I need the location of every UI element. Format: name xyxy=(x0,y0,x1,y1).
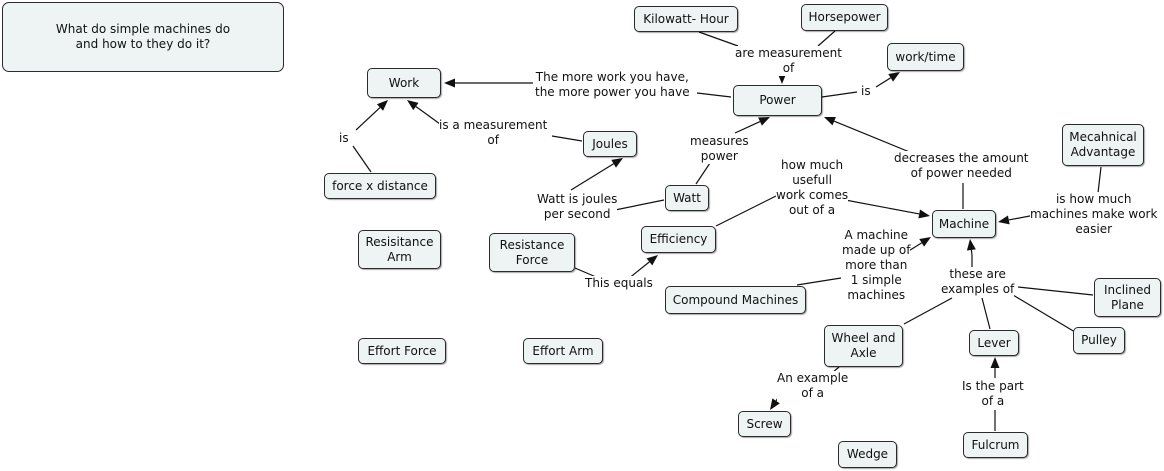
concept-screw[interactable]: Screw xyxy=(738,411,791,437)
concept-force-x-distance[interactable]: force x distance xyxy=(324,173,436,199)
link-label-part-of: Is the part of a xyxy=(962,379,1024,409)
edge-mechadv-howmuch xyxy=(1097,166,1102,194)
concept-pulley[interactable]: Pulley xyxy=(1073,327,1125,354)
edge-hp-aremeasure xyxy=(817,30,836,47)
edge-power-is xyxy=(821,91,858,98)
edge-measurement-work-line xyxy=(415,105,441,125)
link-label-is-measurement-of: is a measurement of xyxy=(439,118,548,148)
focus-question[interactable]: What do simple machines do and how to th… xyxy=(2,2,284,72)
link-label-is-work: is xyxy=(339,131,349,146)
edge-usefull-machine-arrowhead xyxy=(918,209,930,219)
edge-efficiency-usefull xyxy=(715,195,777,227)
edge-is-worktime-arrowhead xyxy=(888,72,900,82)
concept-joules[interactable]: Joules xyxy=(583,131,637,157)
concept-resistance-arm[interactable]: Resisitance Arm xyxy=(358,230,441,269)
edge-watt-joulespersec xyxy=(614,199,665,211)
edge-partof-lever-arrowhead xyxy=(990,357,1000,368)
link-label-these-are-examples: these are examples of xyxy=(941,267,1015,297)
link-label-this-equals: This equals xyxy=(585,276,653,291)
concept-efficiency[interactable]: Efficiency xyxy=(641,226,716,253)
concept-machine[interactable]: Machine xyxy=(932,210,996,238)
concept-effort-force[interactable]: Effort Force xyxy=(358,338,446,364)
link-label-decreases-power: decreases the amount of power needed xyxy=(894,151,1029,181)
edge-resforce-thisequals xyxy=(574,267,597,278)
concept-horsepower[interactable]: Horsepower xyxy=(801,4,888,31)
concept-watt[interactable]: Watt xyxy=(665,185,709,211)
edge-joulespersec-joules-line xyxy=(570,163,614,191)
edge-examples-pulley xyxy=(1012,294,1076,333)
focus-question-text: What do simple machines do and how to th… xyxy=(55,22,231,51)
edge-thisequals-efficiency-arrowhead xyxy=(646,255,658,266)
concept-compound-machines[interactable]: Compound Machines xyxy=(665,286,806,314)
link-label-are-measurement-of: are measurement of xyxy=(735,46,842,76)
concept-power[interactable]: Power xyxy=(733,85,822,116)
edge-examples-machine-arrowhead xyxy=(966,239,976,251)
edge-decreases-power-arrowhead xyxy=(824,117,836,126)
link-label-an-example-of: An example of a xyxy=(777,371,849,401)
concept-resistance-force[interactable]: Resistance Force xyxy=(489,233,575,272)
edge-joulespersec-joules-arrowhead xyxy=(611,158,623,168)
edge-examples-wheel xyxy=(903,297,953,325)
edge-power-morework xyxy=(696,92,732,98)
link-label-more-work-more-power: The more work you have, the more power y… xyxy=(535,70,690,100)
edge-examples-machine-line xyxy=(970,249,973,256)
concept-wheel-and-axle[interactable]: Wheel and Axle xyxy=(824,325,903,367)
concept-mechanical-advantage[interactable]: Mecahnical Advantage xyxy=(1062,124,1144,166)
concept-work-time[interactable]: work/time xyxy=(887,43,964,71)
link-label-watt-joules-per-second: Watt is joules per second xyxy=(537,192,618,222)
concept-fulcrum[interactable]: Fulcrum xyxy=(963,432,1028,458)
edge-is-work-line xyxy=(355,107,381,131)
link-label-is-power: is xyxy=(861,84,871,99)
edge-watt-measures xyxy=(695,162,711,185)
concept-kilowatt-hour[interactable]: Kilowatt- Hour xyxy=(634,6,738,32)
concept-wedge[interactable]: Wedge xyxy=(838,441,897,468)
edge-examples-lever xyxy=(981,297,991,330)
edge-is-worktime-line xyxy=(875,77,891,88)
edge-measures-power-arrowhead xyxy=(758,117,770,126)
edge-usefull-machine-line xyxy=(839,198,920,215)
concept-work[interactable]: Work xyxy=(367,68,441,98)
edge-example-screw-arrowhead xyxy=(770,398,780,410)
edge-joules-measurement xyxy=(551,135,583,142)
edge-measures-power-line xyxy=(734,121,761,134)
edge-decreases-power-line xyxy=(833,120,913,154)
edge-morework-work-arrowhead xyxy=(444,78,455,88)
concept-lever[interactable]: Lever xyxy=(969,330,1019,356)
link-label-compound-definition: A machine made up of more than 1 simple … xyxy=(842,228,911,303)
link-label-useful-work: how much usefull work comes out of a xyxy=(776,158,849,218)
edge-examples-inclined xyxy=(1017,286,1094,296)
concept-inclined-plane[interactable]: Inclined Plane xyxy=(1094,278,1161,317)
edge-compound-definition xyxy=(796,277,842,286)
link-label-measures-power: measures power xyxy=(690,134,749,164)
concept-effort-arm[interactable]: Effort Arm xyxy=(523,338,603,364)
edge-kwh-aremeasure xyxy=(698,31,739,47)
edge-fxd-is xyxy=(352,145,372,173)
edge-howmuch-machine-arrowhead xyxy=(998,215,1010,225)
edge-measurement-work-arrowhead xyxy=(407,100,419,111)
edge-is-work-arrowhead xyxy=(376,100,388,111)
link-label-how-much-easier: is how much machines make work easier xyxy=(1030,192,1158,237)
edge-definition-machine-arrowhead xyxy=(919,237,931,247)
